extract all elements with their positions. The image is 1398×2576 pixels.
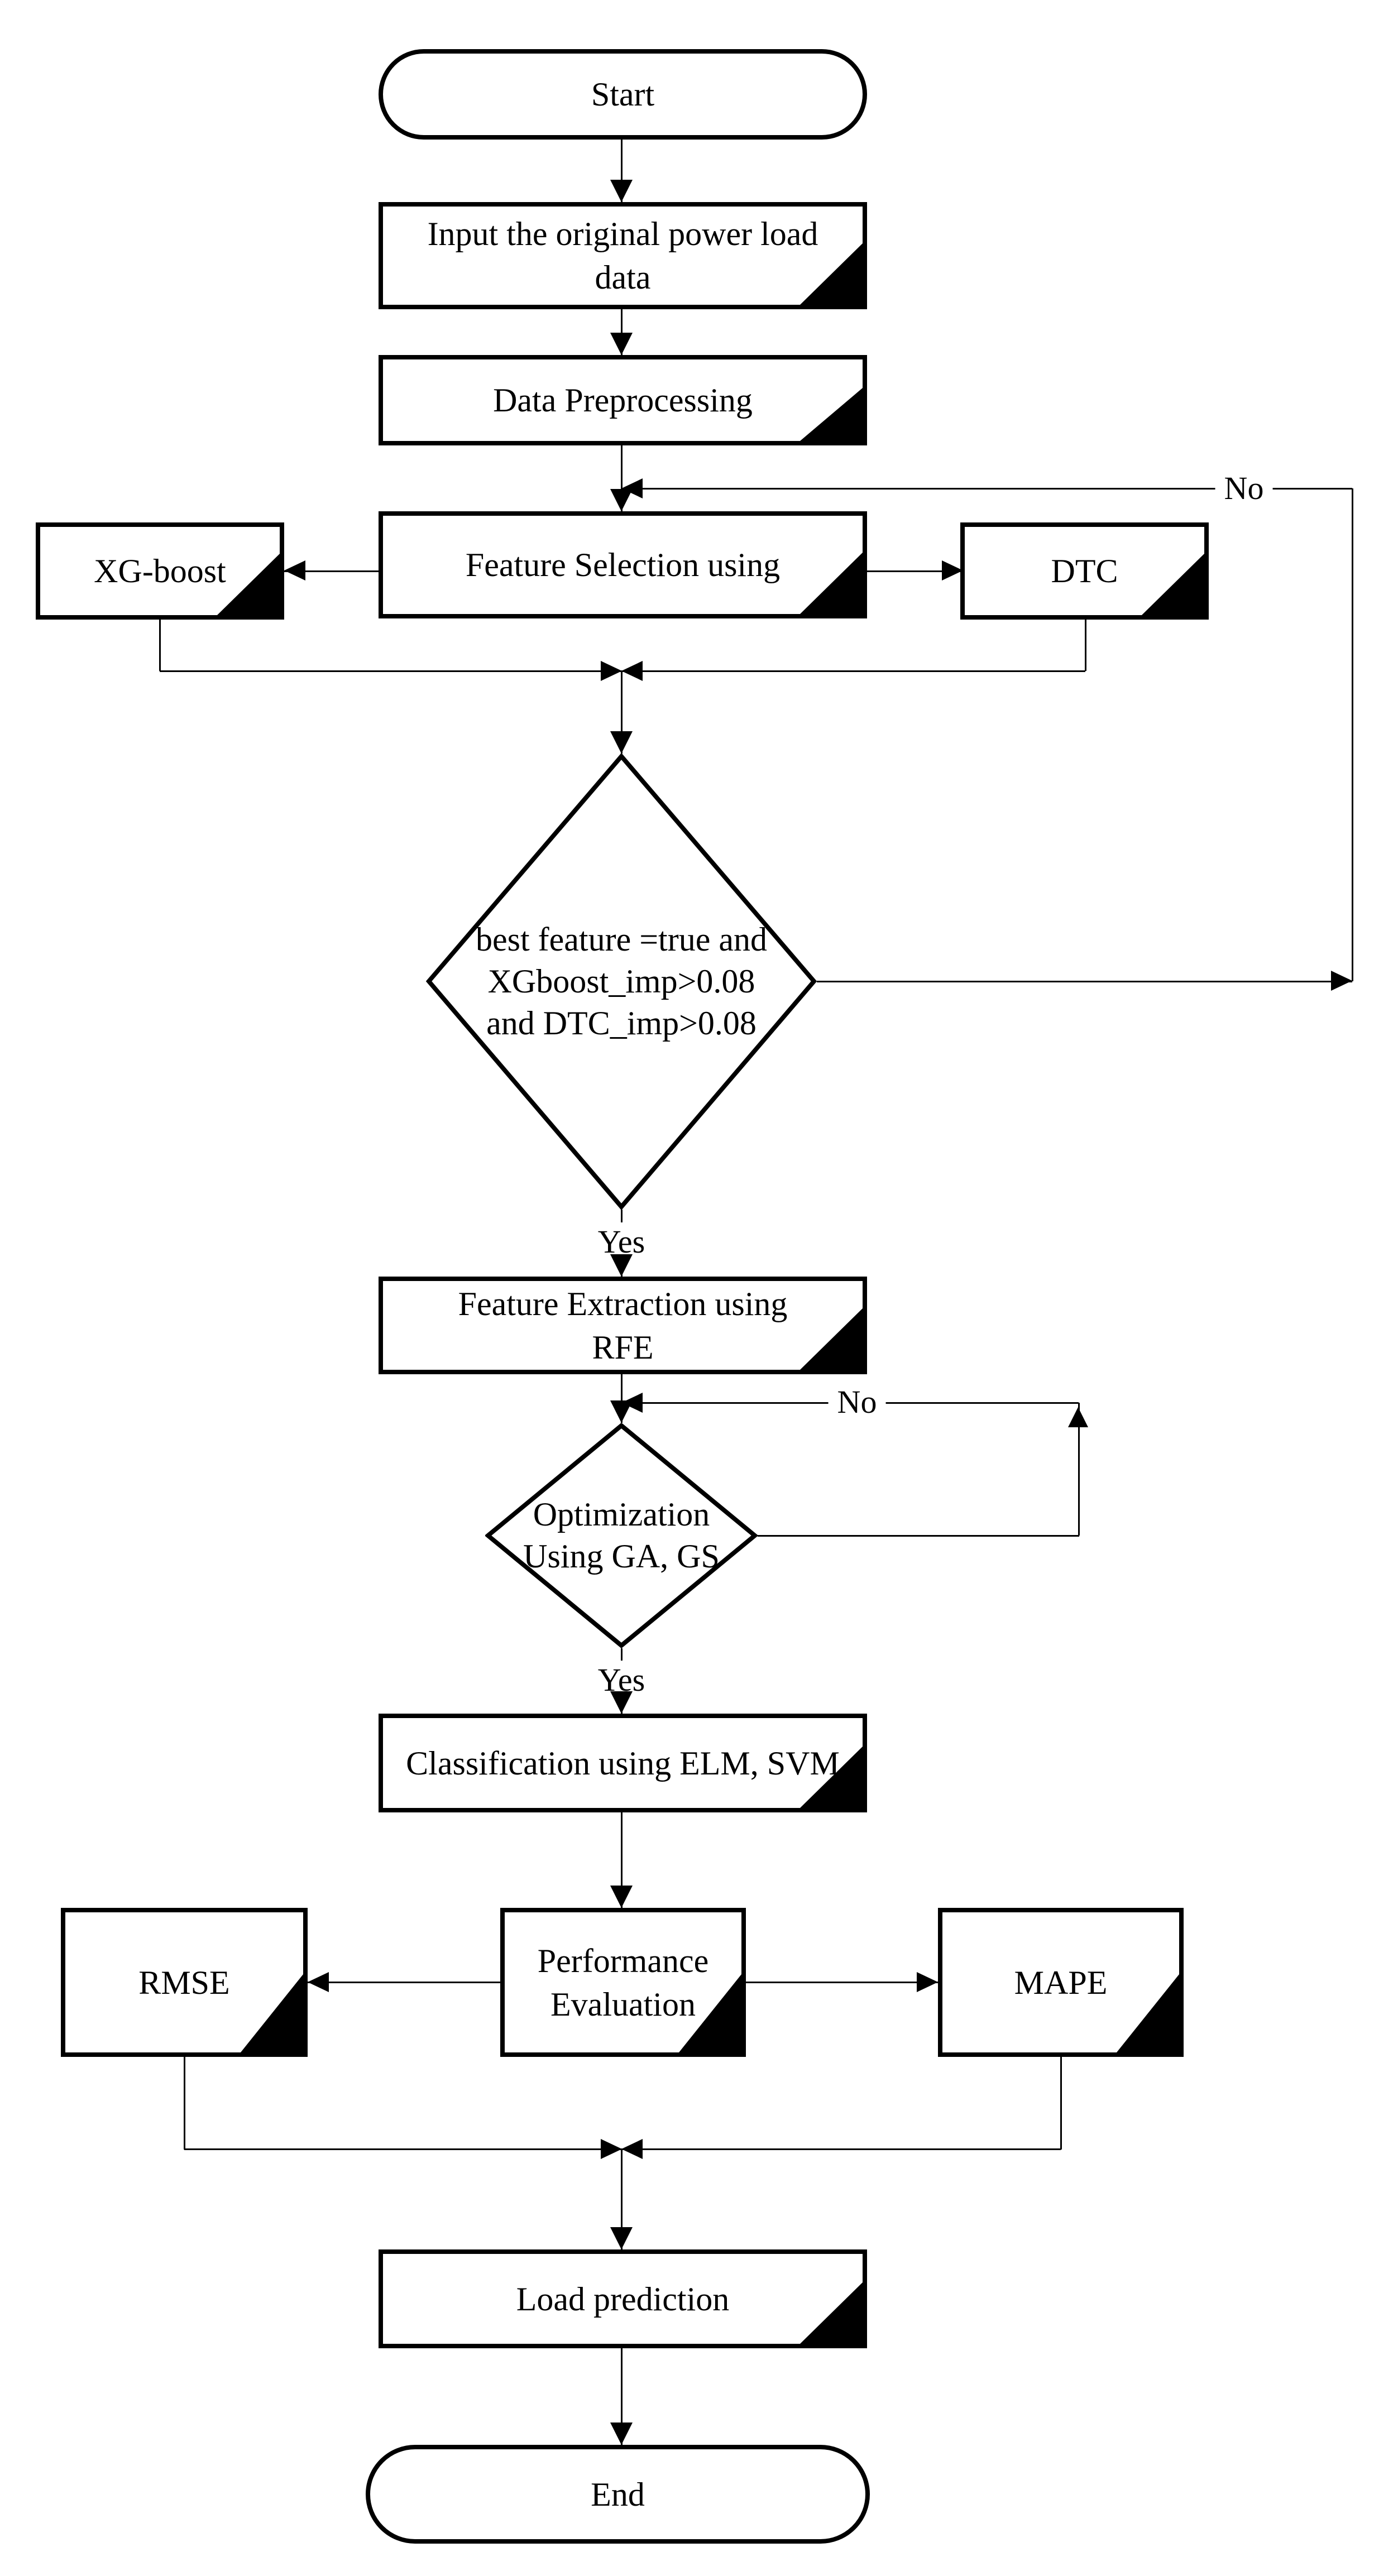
edge-xgboost-down bbox=[159, 620, 161, 671]
corner-fold-icon bbox=[800, 553, 863, 614]
edge-rmse-down bbox=[184, 2057, 185, 2150]
bowtie-merge-icon bbox=[601, 661, 622, 681]
arrowhead-down-icon bbox=[610, 1400, 633, 1423]
edge-selection-dtc bbox=[867, 570, 963, 572]
edge-performance-rmse bbox=[308, 1982, 500, 1983]
edge-no1-horizontal bbox=[621, 488, 1352, 490]
arrowhead-down-icon bbox=[610, 1691, 633, 1714]
corner-fold-icon bbox=[217, 554, 280, 615]
arrowhead-down-icon bbox=[610, 180, 633, 202]
optimization-decision-label: Optimization Using GA, GS bbox=[523, 1496, 720, 1575]
feature-decision-label: best feature =true and XGboost_imp>0.08 … bbox=[476, 921, 767, 1042]
edge-no1-vertical bbox=[1352, 488, 1353, 981]
end-label: End bbox=[591, 2476, 645, 2513]
edge-diamond1-right bbox=[817, 981, 1352, 982]
dtc-label: DTC bbox=[1051, 553, 1118, 589]
edge-classification-performance bbox=[621, 1812, 623, 1908]
dtc-process: DTC bbox=[960, 522, 1209, 620]
corner-fold-icon bbox=[800, 243, 863, 305]
arrowhead-left-icon bbox=[284, 560, 305, 581]
corner-fold-icon bbox=[800, 388, 863, 441]
edge-start-input bbox=[621, 140, 623, 202]
arrowhead-down-icon bbox=[610, 1886, 633, 1908]
edge-diamond2-right bbox=[758, 1535, 1079, 1537]
feature-selection-label: Feature Selection using bbox=[465, 546, 781, 583]
performance-process: Performance Evaluation bbox=[500, 1908, 746, 2057]
arrowhead-left-icon bbox=[308, 1972, 329, 1992]
edge-selection-xgboost bbox=[284, 570, 379, 572]
performance-label: Performance Evaluation bbox=[537, 1942, 709, 2023]
xgboost-process: XG-boost bbox=[36, 522, 284, 620]
edge-merge2-load bbox=[621, 2149, 623, 2249]
edge-performance-mape bbox=[746, 1982, 938, 1983]
edge-load-end bbox=[621, 2348, 623, 2445]
arrowhead-up-icon bbox=[1068, 1407, 1088, 1427]
arrowhead-down-icon bbox=[610, 2227, 633, 2249]
corner-fold-icon bbox=[1142, 554, 1204, 615]
rmse-label: RMSE bbox=[138, 1964, 230, 2001]
feature-extraction-label: Feature Extraction using RFE bbox=[458, 1285, 788, 1366]
arrowhead-right-icon bbox=[1331, 971, 1352, 991]
input-data-process: Input the original power load data bbox=[379, 202, 867, 309]
edge-label-no-feature: No bbox=[1215, 469, 1273, 508]
preprocessing-label: Data Preprocessing bbox=[493, 382, 753, 419]
input-data-label: Input the original power load data bbox=[427, 215, 818, 296]
rmse-process: RMSE bbox=[61, 1908, 308, 2057]
edge-label-no-optimization: No bbox=[828, 1383, 886, 1422]
arrowhead-down-icon bbox=[610, 1254, 633, 1277]
edge-input-preprocessing bbox=[621, 309, 623, 355]
load-prediction-label: Load prediction bbox=[516, 2280, 730, 2318]
corner-fold-icon bbox=[800, 1747, 863, 1808]
classification-label: Classification using ELM, SVM bbox=[406, 1744, 840, 1782]
arrowhead-down-icon bbox=[610, 731, 633, 754]
edge-no2-vertical bbox=[1078, 1403, 1080, 1536]
load-prediction-process: Load prediction bbox=[379, 2249, 867, 2348]
xgboost-label: XG-boost bbox=[94, 553, 226, 589]
mape-process: MAPE bbox=[938, 1908, 1184, 2057]
feature-selection-process: Feature Selection using bbox=[379, 511, 867, 618]
edge-label-yes-feature: Yes bbox=[588, 1222, 654, 1261]
bowtie-merge-icon bbox=[601, 2139, 622, 2159]
end-terminator: End bbox=[366, 2445, 870, 2544]
feature-extraction-process: Feature Extraction using RFE bbox=[379, 1277, 867, 1374]
start-label: Start bbox=[591, 76, 655, 113]
arrowhead-down-icon bbox=[610, 2423, 633, 2445]
preprocessing-process: Data Preprocessing bbox=[379, 355, 867, 445]
arrowhead-down-icon bbox=[610, 333, 633, 355]
edge-dtc-down bbox=[1085, 620, 1086, 671]
arrowhead-right-icon bbox=[917, 1972, 938, 1992]
corner-fold-icon bbox=[679, 1974, 741, 2052]
classification-process: Classification using ELM, SVM bbox=[379, 1714, 867, 1812]
corner-fold-icon bbox=[241, 1974, 303, 2052]
arrowhead-right-icon bbox=[942, 560, 963, 581]
start-terminator: Start bbox=[379, 49, 867, 140]
bowtie-merge-icon bbox=[621, 2139, 643, 2159]
bowtie-merge-icon bbox=[621, 661, 643, 681]
edge-mape-down bbox=[1060, 2057, 1062, 2150]
optimization-decision-diamond bbox=[485, 1423, 758, 1648]
mape-label: MAPE bbox=[1014, 1964, 1108, 2001]
corner-fold-icon bbox=[800, 2282, 863, 2344]
corner-fold-icon bbox=[800, 1308, 863, 1370]
feature-decision-diamond bbox=[426, 754, 817, 1210]
corner-fold-icon bbox=[1117, 1974, 1179, 2052]
arrowhead-down-icon bbox=[610, 489, 633, 511]
edge-merge1-diamond bbox=[621, 671, 623, 754]
